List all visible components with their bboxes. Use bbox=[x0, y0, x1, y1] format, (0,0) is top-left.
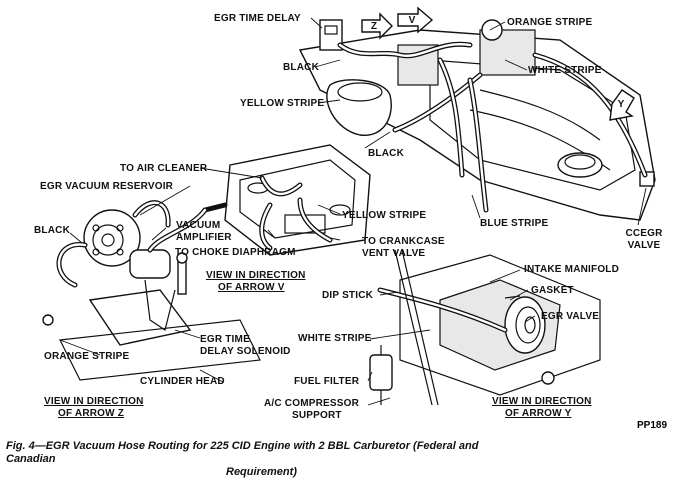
arrow-y bbox=[609, 89, 635, 121]
label-black-left: BLACK bbox=[34, 225, 70, 236]
label-to-air-cleaner: TO AIR CLEANER bbox=[120, 163, 208, 174]
label-view-y-2: OF ARROW Y bbox=[505, 408, 572, 419]
label-cylinder-head: CYLINDER HEAD bbox=[140, 376, 225, 387]
arrow-v-letter: V bbox=[408, 15, 416, 26]
valve-cover-ridge bbox=[429, 59, 636, 191]
label-ccegr-1: CCEGR bbox=[625, 228, 663, 239]
nut-y bbox=[541, 371, 555, 385]
label-to-crankcase-1: TO CRANKCASE bbox=[362, 236, 445, 247]
label-blue-stripe: BLUE STRIPE bbox=[480, 218, 549, 229]
view-z-assembly bbox=[42, 200, 261, 381]
label-view-z-1: VIEW IN DIRECTION bbox=[44, 396, 144, 407]
label-view-v-2: OF ARROW V bbox=[218, 282, 285, 293]
label-yellow-stripe-top: YELLOW STRIPE bbox=[240, 98, 325, 109]
arrow-v bbox=[397, 6, 434, 34]
label-orange-stripe-top: ORANGE STRIPE bbox=[507, 17, 593, 28]
label-intake-manifold: INTAKE MANIFOLD bbox=[524, 264, 620, 275]
label-orange-stripe-low: ORANGE STRIPE bbox=[44, 351, 130, 362]
egr-vacuum-reservoir bbox=[83, 209, 141, 267]
cylinder-head-plane bbox=[59, 319, 261, 381]
label-black-top: BLACK bbox=[283, 62, 319, 73]
dip-stick bbox=[394, 249, 433, 406]
arrow-y-letter: Y bbox=[617, 99, 625, 110]
label-gasket: GASKET bbox=[531, 285, 574, 296]
leader-lines bbox=[59, 17, 647, 406]
label-black-mid: BLACK bbox=[368, 148, 404, 159]
arrow-z-letter: Z bbox=[370, 21, 378, 32]
label-to-crankcase-2: VENT VALVE bbox=[362, 248, 426, 259]
figure-id: PP189 bbox=[637, 420, 668, 431]
label-egr-time-delay-sol-2: DELAY SOLENOID bbox=[200, 346, 291, 357]
label-view-y-1: VIEW IN DIRECTION bbox=[492, 396, 592, 407]
label-to-choke-diaphragm: TO CHOKE DIAPHRAGM bbox=[175, 247, 296, 258]
caption-line-2: Requirement) bbox=[226, 466, 297, 478]
label-egr-time-delay: EGR TIME DELAY bbox=[214, 13, 301, 24]
arrow-z bbox=[361, 12, 393, 40]
label-white-stripe-low: WHITE STRIPE bbox=[298, 333, 372, 344]
label-egr-vacuum-reservoir: EGR VACUUM RESERVOIR bbox=[40, 181, 174, 192]
canister bbox=[326, 79, 392, 136]
nut bbox=[42, 314, 54, 326]
label-ac-compressor-1: A/C COMPRESSOR bbox=[264, 398, 360, 409]
mount-bracket bbox=[88, 289, 192, 346]
fuel-filter bbox=[369, 354, 393, 391]
label-ccegr-2: VALVE bbox=[627, 240, 661, 251]
caption-line-1: Fig. 4—EGR Vacuum Hose Routing for 225 C… bbox=[6, 440, 479, 465]
label-white-stripe-top: WHITE STRIPE bbox=[528, 65, 602, 76]
label-dip-stick: DIP STICK bbox=[322, 290, 374, 301]
view-y-assembly bbox=[369, 249, 601, 406]
oil-filler-cap bbox=[557, 152, 603, 178]
label-vacuum-amplifier-2: AMPLIFIER bbox=[176, 232, 232, 243]
label-view-v-1: VIEW IN DIRECTION bbox=[206, 270, 306, 281]
label-yellow-stripe-mid: YELLOW STRIPE bbox=[342, 210, 427, 221]
label-egr-valve: EGR VALVE bbox=[541, 311, 600, 322]
figure-caption: Fig. 4—EGR Vacuum Hose Routing for 225 C… bbox=[6, 440, 526, 479]
label-view-z-2: OF ARROW Z bbox=[58, 408, 125, 419]
engine-top-assembly bbox=[298, 6, 656, 221]
view-v-assembly bbox=[202, 144, 371, 256]
intake-manifold-outline bbox=[399, 254, 601, 396]
label-ac-compressor-2: SUPPORT bbox=[292, 410, 342, 421]
label-fuel-filter: FUEL FILTER bbox=[294, 376, 360, 387]
vacuum-amplifier bbox=[129, 249, 171, 279]
label-vacuum-amplifier-1: VACUUM bbox=[176, 220, 221, 231]
label-egr-time-delay-sol-1: EGR TIME bbox=[200, 334, 250, 345]
